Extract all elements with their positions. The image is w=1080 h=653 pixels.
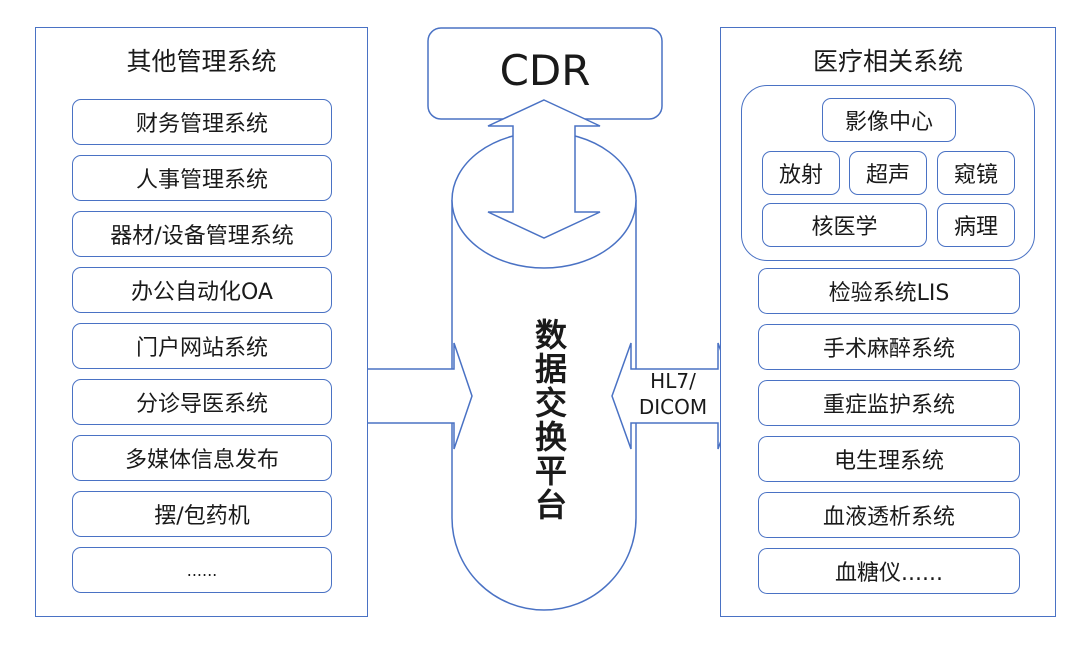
other-systems-title: 其他管理系统 — [126, 47, 277, 76]
left-system-item: ...... — [72, 547, 332, 593]
protocol-line-1: HL7/ — [650, 369, 696, 393]
left-system-item: 多媒体信息发布 — [72, 435, 332, 481]
cdr-platform-arrow — [487, 99, 601, 239]
medical-systems-title: 医疗相关系统 — [812, 47, 963, 76]
right-system-item: 检验系统LIS — [758, 268, 1020, 314]
left-system-item: 器材/设备管理系统 — [72, 211, 332, 257]
imaging-center-box: 影像中心 — [822, 98, 956, 142]
left-system-item: 分诊导医系统 — [72, 379, 332, 425]
right-system-item: 血液透析系统 — [758, 492, 1020, 538]
protocol-label: HL7/ DICOM — [628, 368, 718, 420]
left-system-item: 财务管理系统 — [72, 99, 332, 145]
cylinder-body — [451, 200, 637, 611]
protocol-line-2: DICOM — [638, 395, 708, 419]
left-system-item: 摆/包药机 — [72, 491, 332, 537]
left-system-item: 办公自动化OA — [72, 267, 332, 313]
right-system-item: 血糖仪...... — [758, 548, 1020, 594]
left-system-item: 门户网站系统 — [72, 323, 332, 369]
platform-label: 数据交换平台 — [530, 318, 568, 522]
imaging-item: 病理 — [937, 203, 1015, 247]
imaging-item: 超声 — [849, 151, 927, 195]
cdr-label: CDR — [499, 46, 591, 95]
left-system-item: 人事管理系统 — [72, 155, 332, 201]
right-system-item: 重症监护系统 — [758, 380, 1020, 426]
imaging-item: 窥镜 — [937, 151, 1015, 195]
right-system-item: 手术麻醉系统 — [758, 324, 1020, 370]
right-system-item: 电生理系统 — [758, 436, 1020, 482]
imaging-item: 核医学 — [762, 203, 927, 247]
imaging-item: 放射 — [762, 151, 840, 195]
